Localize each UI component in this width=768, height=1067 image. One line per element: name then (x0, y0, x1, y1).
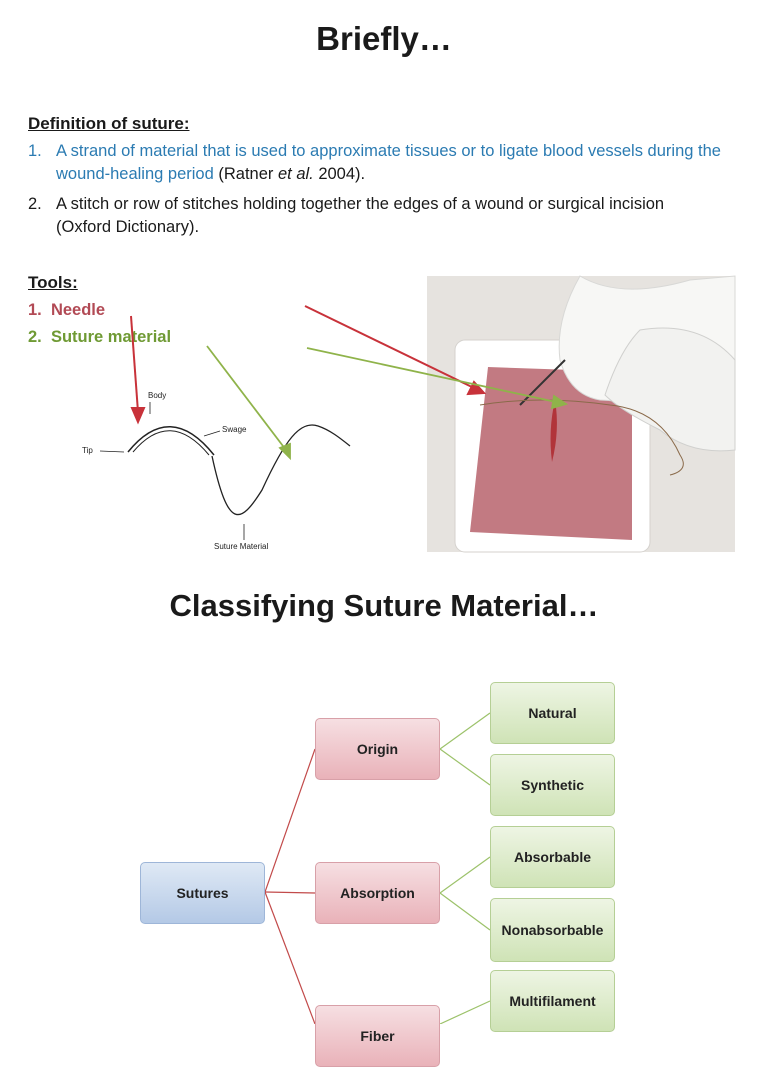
needle-label-suture-material: Suture Material (214, 542, 268, 551)
definition-heading: Definition of suture: (28, 114, 190, 133)
needle-label-body: Body (148, 391, 166, 400)
leaf-node-multifilament: Multifilament (490, 970, 615, 1032)
definition-item-text: A stitch or row of stitches holding toge… (56, 195, 665, 236)
definition-item-text: A strand of material that is used to app… (56, 142, 721, 183)
tools-item-number: 2. (28, 328, 42, 346)
classification-title: Classifying Suture Material… (169, 588, 599, 623)
leaf-node-nonabsorbable: Nonabsorbable (490, 898, 615, 962)
citation-year: 2004). (313, 165, 366, 183)
tools-heading: Tools: (28, 273, 78, 292)
needle-pointer-arrows (130, 305, 487, 425)
citation-text: (Ratner (213, 165, 278, 183)
tools-item-number: 1. (28, 301, 42, 319)
tools-item-suture: 2. Suture material (28, 326, 171, 349)
branch-node-absorption: Absorption (315, 862, 440, 924)
classification-connectors (264, 712, 491, 1024)
citation-etal: et al. (277, 165, 314, 183)
definition-item-number: 2. (28, 195, 42, 213)
needle-label-swage: Swage (222, 425, 247, 434)
tools-item-needle: 1. Needle (28, 299, 105, 322)
suturing-photo (427, 275, 736, 553)
definition-item-2: 2. A stitch or row of stitches holding t… (28, 193, 708, 239)
leaf-node-synthetic: Synthetic (490, 754, 615, 816)
leaf-node-absorbable: Absorbable (490, 826, 615, 888)
tools-item-label: Suture material (50, 328, 172, 346)
definition-item-number: 1. (28, 142, 42, 160)
branch-node-fiber: Fiber (315, 1005, 440, 1067)
suture-pointer-arrows (206, 345, 569, 461)
tools-item-label: Needle (50, 301, 106, 319)
branch-node-origin: Origin (315, 718, 440, 780)
root-node-sutures: Sutures (140, 862, 265, 924)
leaf-node-natural: Natural (490, 682, 615, 744)
needle-label-tip: Tip (82, 446, 93, 455)
page-title: Briefly… (316, 20, 452, 57)
needle-diagram: Body Swage Tip Suture Material (82, 275, 736, 553)
definition-item-1: 1. A strand of material that is used to … (28, 140, 728, 186)
